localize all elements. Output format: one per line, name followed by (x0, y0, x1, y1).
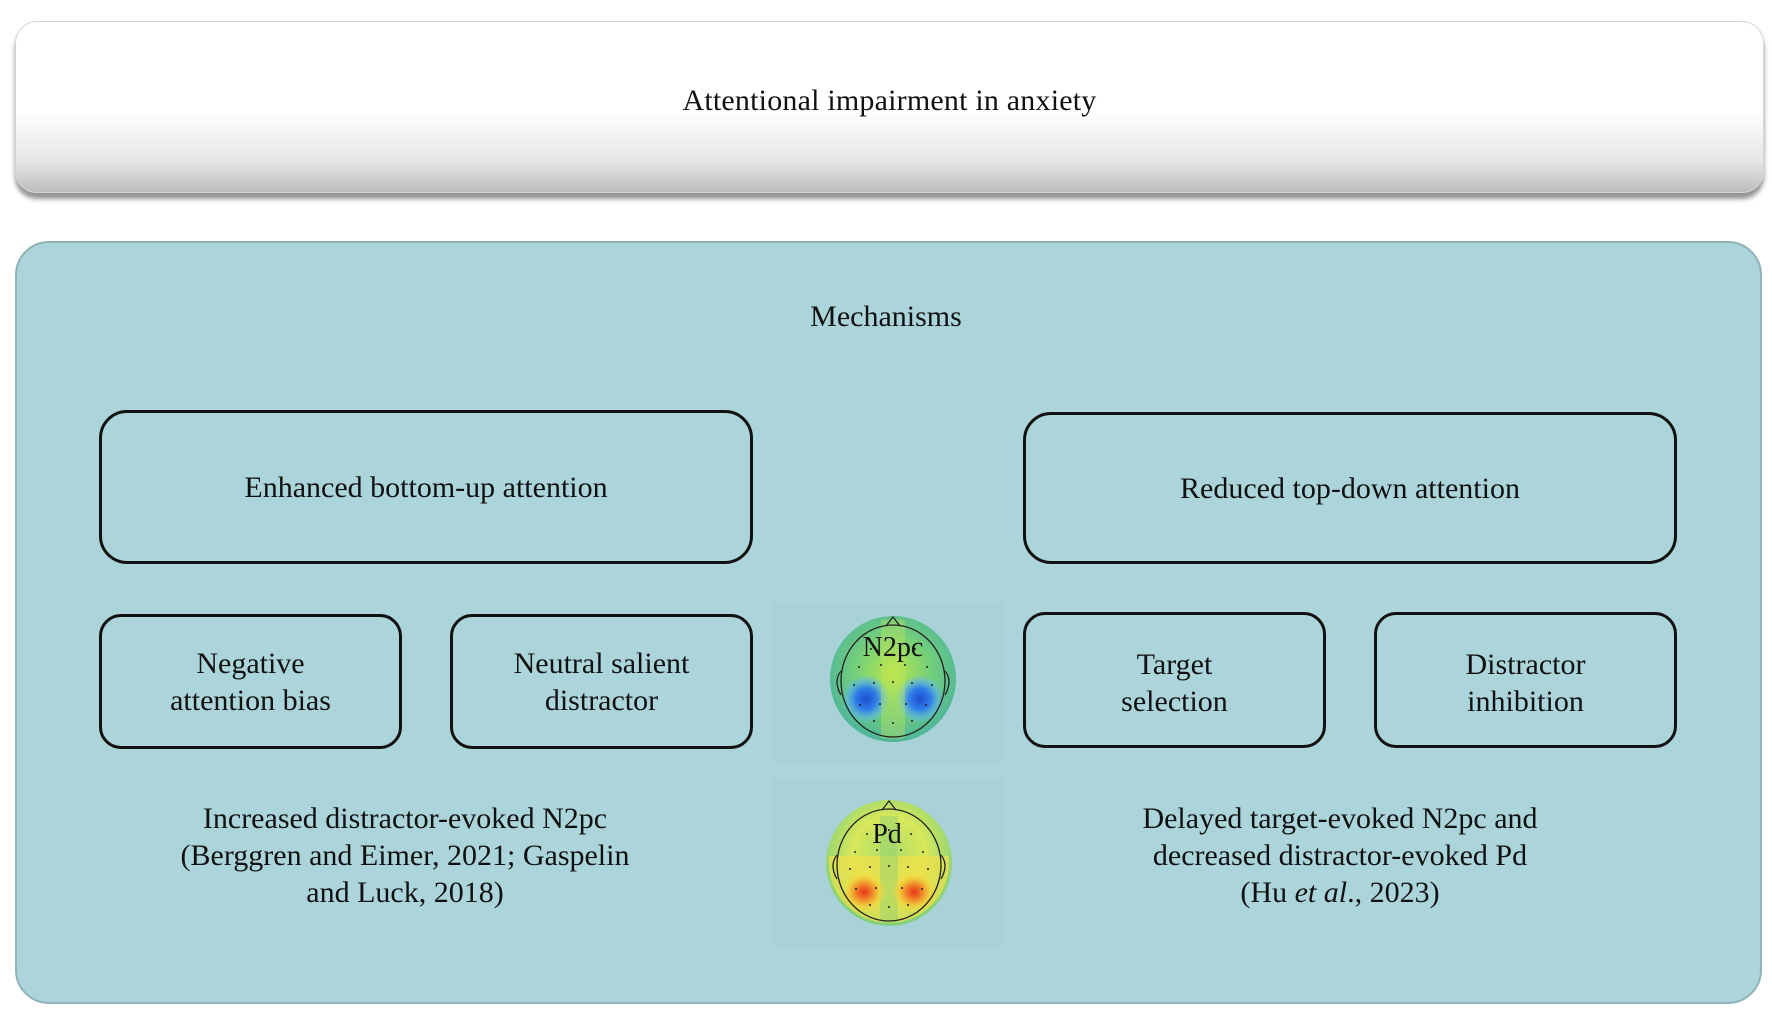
distractor-inhibition-box: Distractor inhibition (1374, 612, 1677, 748)
pd-right-positive-blob (892, 872, 936, 912)
pd-left-positive-blob (842, 872, 886, 912)
n2pc-right-negative-blob (896, 675, 944, 723)
negative-attention-bias-label: Negative attention bias (170, 646, 331, 717)
neutral-salient-distractor-box: Neutral salient distractor (450, 614, 753, 749)
negative-attention-bias-box: Negative attention bias (99, 614, 402, 749)
n2pc-left-negative-blob (842, 675, 890, 723)
mechanisms-title: Mechanisms (810, 300, 962, 333)
bottom-up-header-box: Enhanced bottom-up attention (99, 410, 753, 564)
bottom-up-header-label: Enhanced bottom-up attention (244, 470, 608, 504)
top-down-evidence-line-1: Delayed target-evoked N2pc and (1142, 802, 1538, 835)
target-selection-box: Target selection (1023, 612, 1326, 748)
pd-topomap: Pd (826, 799, 952, 926)
top-down-header-label: Reduced top-down attention (1180, 471, 1520, 505)
top-down-header-box: Reduced top-down attention (1023, 412, 1677, 564)
bottom-up-evidence: Increased distractor-evoked N2pc (Berggr… (180, 802, 630, 909)
target-selection-label: Target selection (1121, 648, 1228, 718)
diagram-title: Attentional impairment in anxiety (682, 84, 1097, 117)
title-banner: Attentional impairment in anxiety (15, 21, 1764, 193)
top-down-evidence-line-2: decreased distractor-evoked Pd (1152, 839, 1528, 872)
top-down-evidence: Delayed target-evoked N2pc and decreased… (1060, 800, 1620, 911)
pd-label: Pd (872, 819, 902, 850)
distractor-inhibition-label: Distractor inhibition (1465, 648, 1586, 718)
n2pc-topomap: N2pc (830, 615, 956, 742)
top-down-evidence-line-3: (Hu et al., 2023) (1240, 876, 1440, 909)
n2pc-label: N2pc (863, 632, 924, 663)
neutral-salient-distractor-label: Neutral salient distractor (513, 646, 690, 717)
